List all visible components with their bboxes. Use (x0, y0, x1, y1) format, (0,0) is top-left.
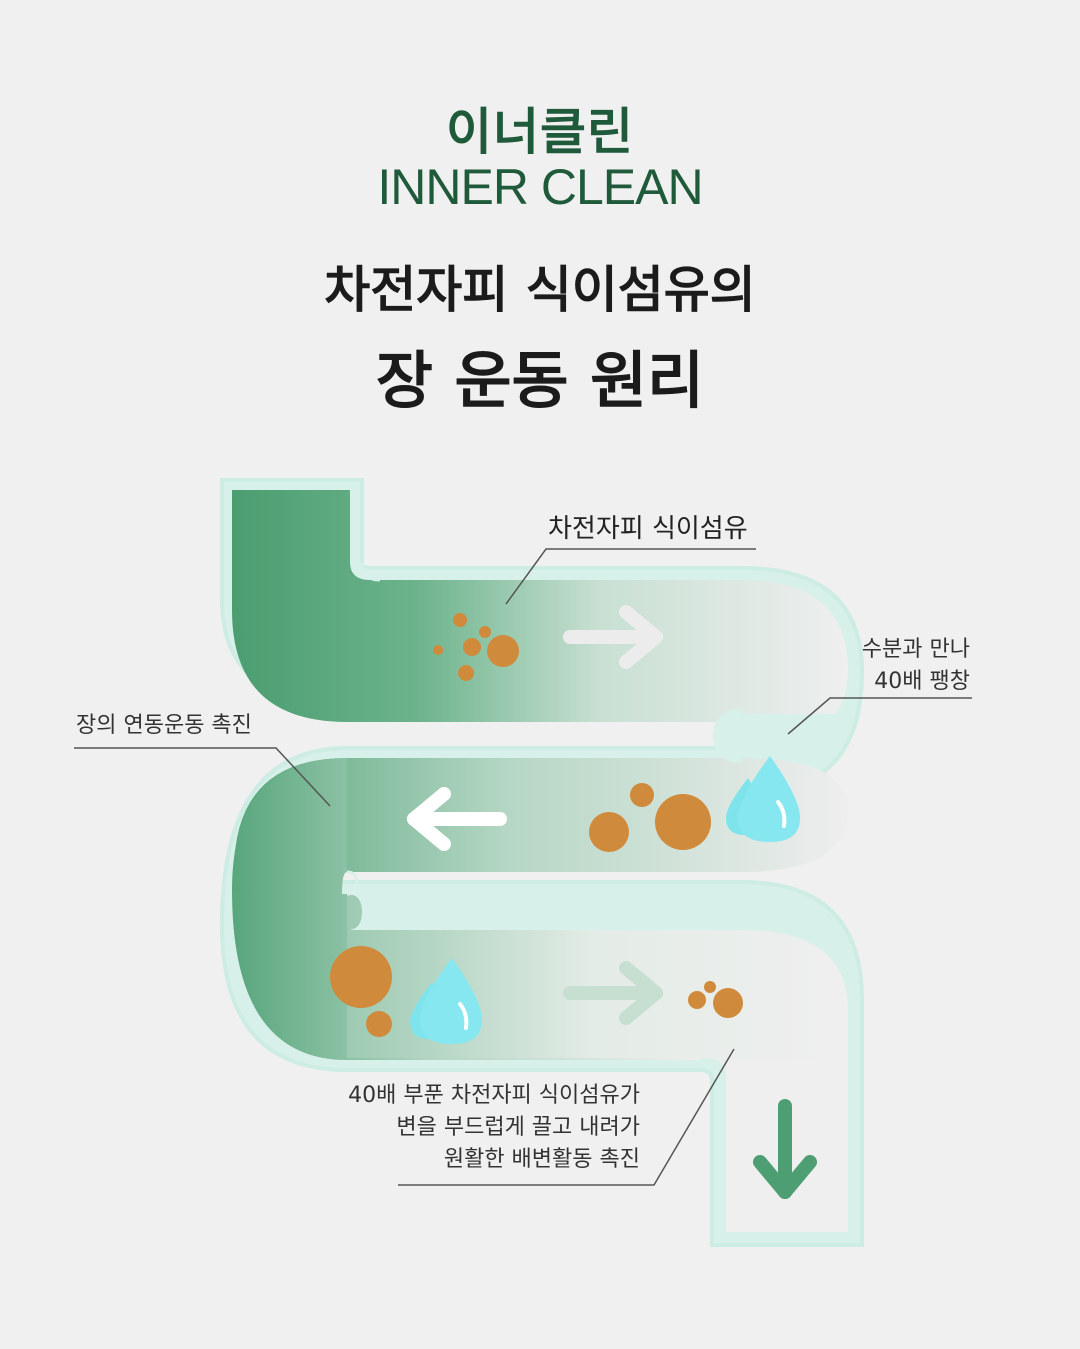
callout-bowel-line3: 원활한 배변활동 촉진 (443, 1147, 640, 1172)
leader-peristalsis (74, 747, 331, 807)
callout-peristalsis: 장의 연동운동 촉진 (76, 713, 252, 738)
arrow-right-icon (563, 961, 663, 1025)
arrow-left-icon (407, 787, 507, 851)
brand-name-korean: 이너클린 (446, 103, 634, 161)
arrow-right-icon (563, 605, 663, 669)
callout-bowel: 40배 부푼 차전자피 식이섬유가 변을 부드럽게 끌고 내려가 원활한 배변활… (330, 1080, 640, 1176)
fiber-particle-icon (433, 613, 519, 681)
brand-name-english: INNER CLEAN (377, 159, 703, 215)
leader-fiber (505, 548, 756, 605)
callout-bowel-line2: 변을 부드럽게 끌고 내려가 (396, 1115, 640, 1140)
callout-water-line1: 수분과 만나 (861, 637, 970, 662)
intestine-upper-segment (232, 490, 848, 722)
water-drop-icon (410, 958, 482, 1044)
callout-water-line2: 40배 팽창 (874, 669, 970, 694)
callout-fiber: 차전자피 식이섬유 (548, 514, 748, 544)
callout-leaders (74, 548, 972, 1186)
fiber-particle-icon (589, 783, 711, 852)
callout-water: 수분과 만나 40배 팽창 (850, 634, 970, 698)
intestine-lower-segment (347, 894, 848, 1232)
callout-bowel-line1: 40배 부푼 차전자피 식이섬유가 (348, 1083, 640, 1108)
page-title-line2: 장 운동 원리 (375, 344, 705, 417)
leader-water (787, 697, 972, 735)
fiber-particle-icon (330, 946, 392, 1037)
water-drop-icon (726, 756, 800, 842)
fiber-particle-icon (688, 981, 743, 1018)
arrow-down-icon (753, 1099, 817, 1199)
page-title-line1: 차전자피 식이섬유의 (324, 261, 756, 319)
leader-bowel (398, 1048, 735, 1186)
fold-upper (712, 709, 743, 763)
